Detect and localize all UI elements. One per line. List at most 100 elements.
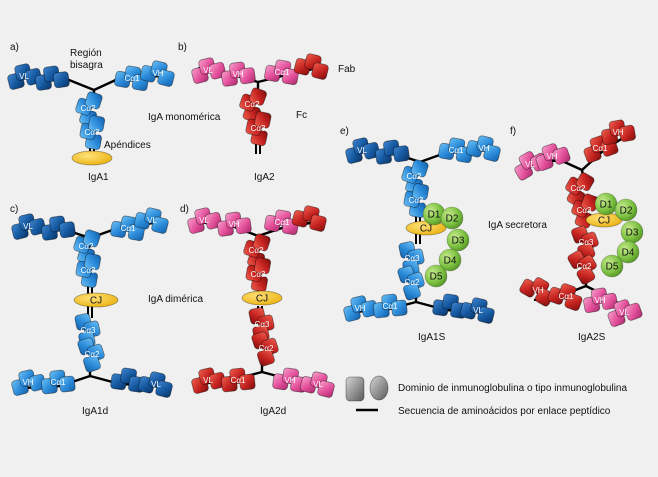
legend-domain-square (345, 376, 365, 402)
domain-lobe (256, 348, 275, 367)
domain-label: VH (478, 144, 489, 153)
domain-lobe (58, 375, 76, 393)
domain-label: Cα2 (249, 246, 264, 255)
panel-letter-a: a) (10, 42, 19, 53)
domain-lobe (254, 111, 272, 129)
domain-lobe (317, 380, 335, 398)
domain-label: VL (525, 160, 535, 169)
ig-domain: VH (343, 295, 379, 322)
domain-lobe (52, 71, 70, 89)
ig-domain: Cα2 (243, 233, 271, 269)
ig-domain: Cα3 (398, 241, 425, 277)
name-iga2s: IgA2S (578, 332, 606, 343)
j-chain (241, 290, 283, 306)
domain-label: VH (532, 286, 543, 295)
domain-label: Cα2 (245, 100, 260, 109)
domain-lobe (87, 115, 106, 133)
ig-domain (291, 205, 327, 232)
domain-label: VL (151, 380, 161, 389)
j-chain-label: CJ (420, 224, 432, 235)
domain-lobe (552, 146, 571, 165)
domain-label: VL (147, 216, 157, 225)
ig-domain: Cα2 (565, 172, 595, 207)
name-iga1s: IgA1S (418, 332, 446, 343)
domain-label: Cα2 (85, 350, 100, 359)
domain-lobe (483, 144, 501, 162)
domain-lobe (311, 62, 329, 80)
domain-lobe (84, 91, 103, 110)
legend-domain-oval (369, 375, 389, 401)
ig-domain: Cα1 (264, 209, 299, 236)
domain-lobe (83, 253, 102, 271)
domain-lobe (234, 217, 252, 235)
ig-domain: Cα2 (239, 87, 267, 123)
ig-domain: VH (11, 369, 47, 396)
domain-label: VL (203, 66, 213, 75)
domain-label: Cα1 (383, 302, 398, 311)
ig-domain: VH (217, 211, 252, 237)
ig-domain: Cα1 (110, 215, 145, 242)
secretory-domain-label: D3 (452, 236, 465, 247)
ig-domain: VL (459, 297, 495, 324)
ig-domain: Cα2 (397, 265, 425, 301)
secretory-domain-label: D4 (444, 256, 457, 267)
domain-label: VH (232, 70, 243, 79)
domain-label: Cα1 (125, 74, 140, 83)
domain-lobe (402, 282, 421, 301)
secretory-domain (440, 206, 464, 230)
domain-label: Cα3 (251, 124, 266, 133)
domain-lobe (362, 141, 381, 160)
domain-lobe (155, 380, 173, 398)
ig-domain: Cα3 (571, 225, 599, 261)
label-fc: Fc (296, 110, 307, 121)
ig-domain: VL (133, 207, 169, 234)
domain-label: VH (594, 296, 605, 305)
domain-label: Cα1 (593, 144, 608, 153)
j-chain (73, 292, 119, 308)
ig-domain: VH (139, 60, 175, 87)
domain-label: Cα2 (405, 278, 420, 287)
ig-domain: VL (11, 213, 47, 240)
domain-label: Cα1 (51, 378, 66, 387)
ig-domain: Cα2 (567, 250, 597, 285)
domain-label: Cα3 (579, 238, 594, 247)
ig-domain: Cα3 (403, 183, 430, 218)
domain-label: VL (203, 376, 213, 385)
j-chain-label: CJ (256, 294, 268, 305)
domain-label: Cα3 (85, 128, 100, 137)
domain-lobe (392, 145, 410, 163)
domain-label: VH (228, 220, 239, 229)
ig-domain: VL (137, 371, 173, 398)
panel-letter-c: c) (10, 204, 18, 215)
legend-domain-text: Dominio de inmunoglobulina o tipo inmuno… (398, 383, 627, 394)
domain-label: VL (313, 380, 323, 389)
domain-lobe (411, 183, 430, 201)
secretory-domain-label: D3 (626, 228, 639, 239)
secretory-domain-label: D4 (622, 248, 635, 259)
domain-label: VL (19, 72, 29, 81)
secretory-domain (446, 228, 470, 252)
ig-domain: Cα1 (547, 283, 583, 311)
ig-domain: Cα3 (79, 115, 106, 150)
ig-domain (375, 139, 410, 165)
domain-label: Cα2 (81, 104, 96, 113)
ig-domain: Cα3 (245, 257, 272, 292)
ig-domain (35, 65, 70, 91)
ig-domain: Cα1 (264, 59, 299, 86)
secretory-domain-label: D5 (606, 262, 619, 273)
domain-lobe (58, 221, 76, 239)
secretory-domain (614, 198, 638, 222)
ig-domain: Cα1 (41, 369, 76, 395)
ig-domain: VL (191, 367, 227, 394)
domain-lobe (564, 292, 583, 311)
domain-label: VL (473, 306, 483, 315)
ig-domain (41, 215, 76, 241)
domain-label: Cα3 (81, 266, 96, 275)
domain-label: VL (199, 216, 209, 225)
label-fab: Fab (338, 64, 356, 75)
ig-domain: VH (519, 277, 554, 307)
domain-label: Cα1 (275, 68, 290, 77)
domain-label: Cα2 (79, 242, 94, 251)
